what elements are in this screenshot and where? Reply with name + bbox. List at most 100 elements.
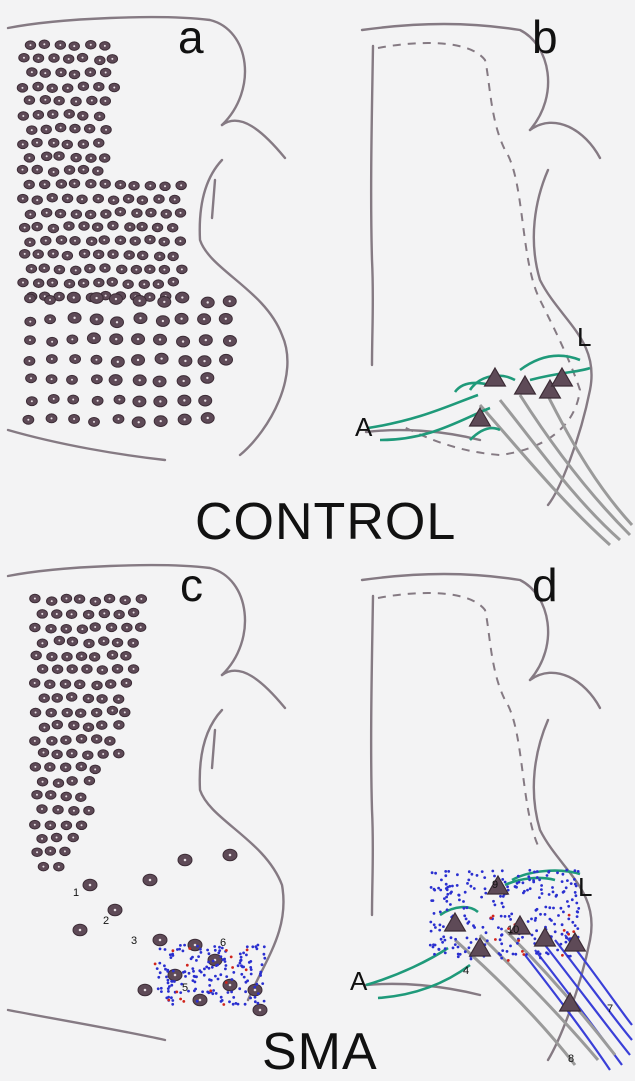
blue-dot-c-126 — [218, 949, 221, 952]
label-9: 9 — [492, 880, 498, 891]
motor-cell-3-nucleus — [73, 45, 75, 47]
blue-dot-c-40 — [220, 955, 223, 958]
motor-cell-1001-nucleus — [49, 299, 51, 301]
motor-cell-1010-nucleus — [29, 321, 31, 323]
blue-dot-d-186 — [545, 951, 548, 954]
blue-dot-c-86 — [220, 996, 223, 999]
motor-cell-108-nucleus — [60, 239, 62, 241]
blue-dot-c-154 — [196, 1000, 199, 1003]
blue-dot-c-85 — [231, 978, 234, 981]
motor-cell-61-nucleus — [96, 712, 98, 714]
motor-cell-73-nucleus — [22, 198, 24, 200]
motor-cell-131-nucleus — [75, 269, 77, 271]
motor-cell-1054-nucleus — [138, 400, 140, 402]
blue-dot-d-170 — [504, 915, 507, 918]
blue-dot-d-158 — [574, 891, 577, 894]
blue-dot-d-150 — [445, 883, 448, 886]
motor-cell-53-nucleus — [71, 696, 73, 698]
motor-cell-54-nucleus — [90, 157, 92, 159]
motor-cell-125-nucleus — [142, 254, 144, 256]
blue-dot-c-25 — [263, 1000, 266, 1003]
blue-dot-c-97 — [227, 991, 230, 994]
motor-cell-57-nucleus — [36, 169, 38, 171]
motor-cell-1059-nucleus — [51, 417, 53, 419]
motor-cell-102-nucleus — [129, 226, 131, 228]
sparse-cell-7-nucleus — [194, 944, 197, 947]
blue-dot-c-140 — [232, 971, 235, 974]
motor-cell-33-nucleus — [81, 655, 83, 657]
motor-cell-1052-nucleus — [97, 400, 99, 402]
label-8: 8 — [568, 1054, 574, 1065]
motor-cell-78-nucleus — [71, 752, 73, 754]
motor-cell-86-nucleus — [94, 768, 96, 770]
blue-dot-c-95 — [172, 954, 175, 957]
motor-cell-102-nucleus — [81, 824, 83, 826]
motor-cell-124-nucleus — [128, 254, 130, 256]
sparse-cell-2-nucleus — [79, 929, 82, 932]
blue-dot-d-145 — [470, 885, 473, 888]
blue-dot-c-74 — [160, 990, 163, 993]
motor-cell-1011-nucleus — [49, 318, 51, 320]
blue-dot-d-8 — [552, 907, 555, 910]
blue-dot-d-171 — [448, 885, 451, 888]
blue-dot-d-180 — [501, 933, 504, 936]
motor-cell-9-nucleus — [56, 613, 58, 615]
motor-cell-1057-nucleus — [204, 399, 206, 401]
blue-dot-d-13 — [539, 953, 542, 956]
panel-b-nerve-roots — [480, 390, 632, 545]
motor-cell-101-nucleus — [65, 824, 67, 826]
motor-cell-95-nucleus — [24, 227, 26, 229]
motor-cell-140-nucleus — [38, 282, 40, 284]
motor-cell-8-nucleus — [41, 613, 43, 615]
motor-cell-59-nucleus — [66, 712, 68, 714]
motor-cell-100-nucleus — [49, 824, 51, 826]
motor-cell-130-nucleus — [58, 269, 60, 271]
motor-cell-63-nucleus — [124, 711, 126, 713]
motor-cell-69-nucleus — [133, 185, 135, 187]
blue-dot-d-118 — [430, 930, 433, 933]
motor-cell-1041-nucleus — [51, 378, 53, 380]
motor-cell-1049-nucleus — [31, 400, 33, 402]
motor-cell-1062-nucleus — [117, 418, 119, 420]
motor-cell-135-nucleus — [135, 269, 137, 271]
motor-cell-30-nucleus — [35, 654, 37, 656]
blue-dot-c-112 — [171, 980, 174, 983]
motor-cell-0-nucleus — [29, 44, 31, 46]
blue-dot-d-193 — [446, 888, 449, 891]
blue-dot-c-131 — [217, 978, 220, 981]
motor-cell-49-nucleus — [110, 683, 112, 685]
blue-dot-d-25 — [465, 918, 468, 921]
motor-cell-14-nucleus — [44, 72, 46, 74]
blue-dot-d-96 — [444, 870, 447, 873]
blue-dot-d-236 — [528, 878, 531, 881]
blue-dot-c-102 — [158, 962, 161, 965]
motor-cell-60-nucleus — [82, 169, 84, 171]
motor-cell-1056-nucleus — [183, 399, 185, 401]
motor-cell-92-nucleus — [50, 794, 52, 796]
blue-dot-d-111 — [565, 941, 568, 944]
motor-cell-78-nucleus — [97, 198, 99, 200]
blue-dot-c-122 — [192, 979, 195, 982]
blue-dot-d-220 — [473, 926, 476, 929]
neuron-b-2 — [470, 408, 491, 426]
blue-dot-d-223 — [536, 876, 539, 879]
motor-cell-40-nucleus — [60, 127, 62, 129]
blue-dot-d-160 — [576, 911, 579, 914]
motor-cell-106-nucleus — [36, 851, 38, 853]
blue-dot-c-101 — [244, 990, 247, 993]
blue-dot-c-64 — [208, 952, 211, 955]
red-dot-c-3 — [188, 947, 191, 950]
blue-dot-d-178 — [499, 938, 502, 941]
blue-dot-c-20 — [184, 975, 187, 978]
blue-dot-d-149 — [575, 894, 578, 897]
red-dot-c-14 — [179, 998, 182, 1001]
motor-cell-1009-nucleus — [229, 300, 231, 302]
motor-cell-88-nucleus — [57, 782, 59, 784]
motor-cell-53-nucleus — [75, 157, 77, 159]
blue-dot-c-17 — [261, 982, 264, 985]
blue-dot-d-164 — [500, 915, 503, 918]
motor-cell-104-nucleus — [157, 226, 159, 228]
motor-cell-90-nucleus — [88, 780, 90, 782]
sparse-cell-11-nucleus — [229, 984, 232, 987]
blue-dot-d-222 — [445, 900, 448, 903]
